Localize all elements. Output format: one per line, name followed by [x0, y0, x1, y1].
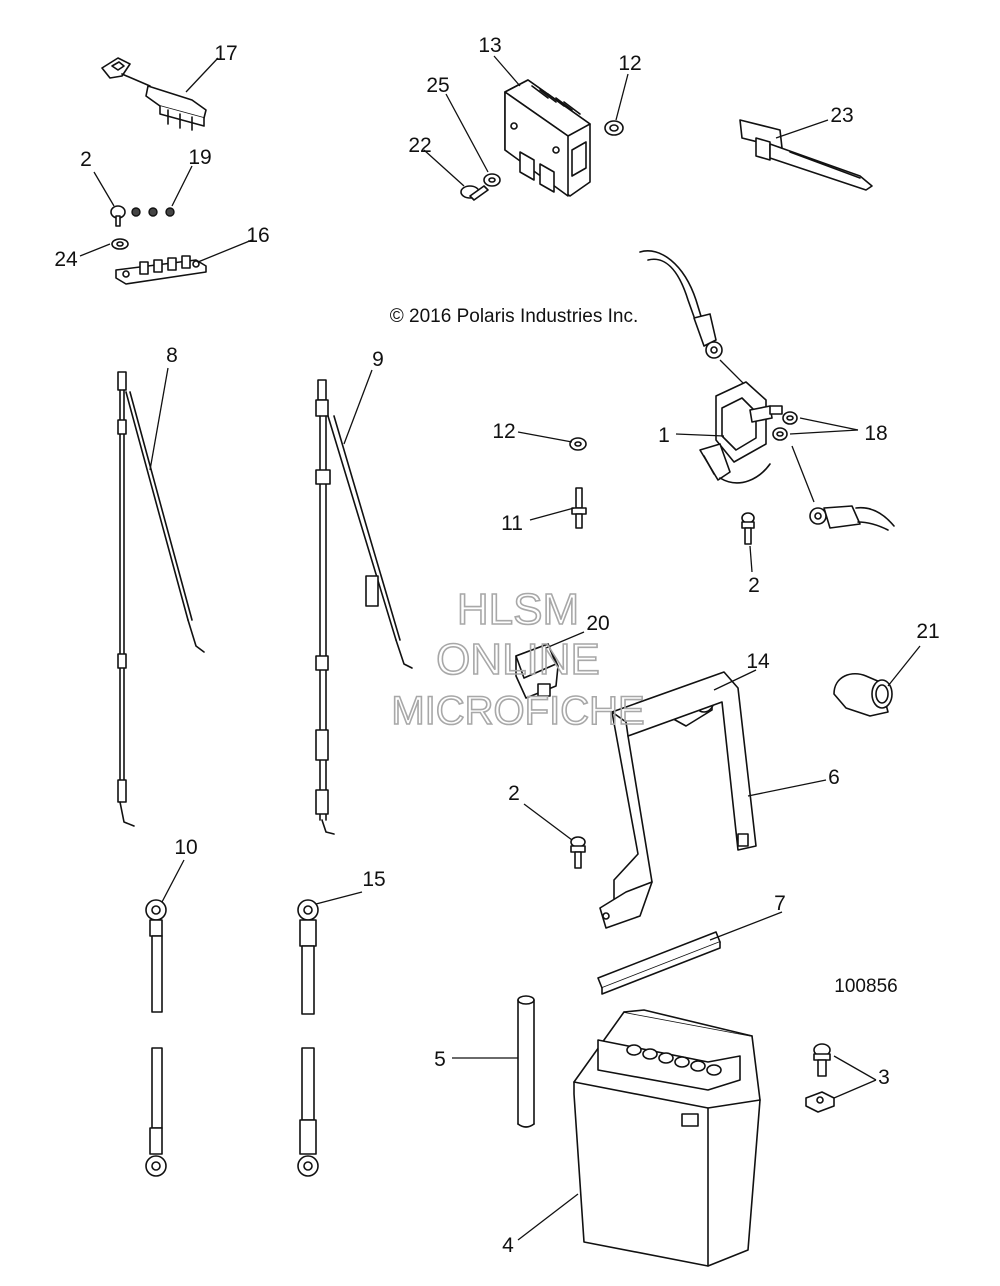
part-2-bolt-mid — [741, 512, 755, 545]
part-25-washer — [483, 173, 501, 187]
part-13-voltage-regulator — [504, 79, 591, 197]
part-17-fuse-cover — [101, 57, 207, 131]
watermark-line-3: MICROFICHE — [391, 689, 644, 733]
callout-24: 24 — [54, 248, 78, 271]
watermark: HLSM ONLINE MICROFICHE — [391, 584, 646, 734]
part-10-cable — [145, 899, 167, 1177]
part-15-cable — [297, 899, 319, 1177]
diagram-reference-number: 100856 — [834, 976, 897, 997]
callout-12-mid: 12 — [492, 420, 515, 443]
part-12-nut-mid — [569, 437, 587, 451]
callout-2-top: 2 — [80, 148, 92, 171]
part-7-pad — [597, 931, 721, 995]
callout-8: 8 — [166, 344, 178, 367]
part-24-washer — [111, 238, 129, 250]
battery-cable-lower — [791, 445, 895, 531]
callout-16: 16 — [246, 224, 269, 247]
part-4-battery — [573, 1009, 761, 1267]
callout-18: 18 — [864, 422, 887, 445]
callout-2-mid: 2 — [748, 574, 760, 597]
part-21-terminal-boot — [833, 672, 893, 717]
callout-13: 13 — [478, 34, 501, 57]
callout-21: 21 — [916, 620, 939, 643]
callout-9: 9 — [372, 348, 384, 371]
part-8-cable-assembly — [117, 371, 205, 827]
part-18-nuts — [772, 411, 798, 441]
callout-2-lower: 2 — [508, 782, 520, 805]
copyright-text: © 2016 Polaris Industries Inc. — [390, 306, 638, 327]
part-2-bolt-top — [110, 205, 126, 227]
part-5-vent-tube — [517, 995, 535, 1128]
part-3-bolt-and-nut — [805, 1043, 835, 1113]
callout-6: 6 — [828, 766, 840, 789]
part-23-cable-tie — [739, 119, 873, 191]
part-19-nuts — [131, 207, 175, 217]
callout-11: 11 — [501, 512, 523, 535]
part-9-cable-assembly — [315, 379, 413, 835]
part-11-stud — [571, 487, 587, 529]
callout-14: 14 — [746, 650, 770, 673]
callout-15: 15 — [362, 868, 385, 891]
part-16-terminal-block — [115, 255, 207, 285]
part-1-starter-solenoid — [699, 381, 783, 484]
callout-19: 19 — [188, 146, 211, 169]
part-22-screw — [460, 185, 489, 201]
callout-20: 20 — [586, 612, 609, 635]
part-20-terminal-boot — [515, 643, 559, 699]
callout-25: 25 — [426, 74, 449, 97]
callout-1: 1 — [658, 424, 670, 447]
part-12-nut-top — [604, 120, 624, 136]
callout-4: 4 — [502, 1234, 514, 1257]
callout-22: 22 — [408, 134, 431, 157]
callout-23: 23 — [830, 104, 853, 127]
callout-5: 5 — [434, 1048, 446, 1071]
watermark-line-1: HLSM — [457, 585, 579, 634]
leader-lines — [79, 55, 921, 1241]
callout-10: 10 — [174, 836, 197, 859]
callout-7: 7 — [774, 892, 786, 915]
part-2-bolt-lower — [570, 836, 586, 869]
watermark-line-2: ONLINE — [436, 635, 600, 684]
callout-3: 3 — [878, 1066, 890, 1089]
callout-12-top: 12 — [618, 52, 641, 75]
callouts: 17 13 12 25 22 23 2 19 24 16 8 9 12 1 18… — [54, 34, 939, 1257]
part-6-battery-bracket — [599, 671, 757, 929]
callout-17: 17 — [214, 42, 237, 65]
